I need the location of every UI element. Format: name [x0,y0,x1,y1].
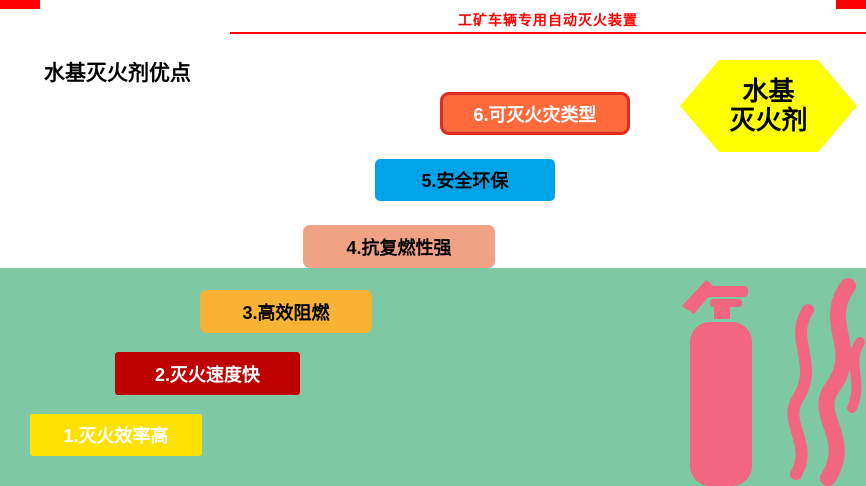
flame-icon [787,278,865,486]
header-left-bar [0,0,40,9]
step-6: 6.可灭火灾类型 [440,92,630,135]
step-2: 2.灭火速度快 [115,352,300,395]
step-5: 5.安全环保 [375,159,555,201]
hexagon-label: 水基 灭火剂 [680,60,857,152]
hexagon-line2: 灭火剂 [729,105,808,135]
step-4: 4.抗复燃性强 [303,225,495,268]
fire-extinguisher-icon [682,280,752,486]
header-underline [230,32,866,34]
page-title: 水基灭火剂优点 [44,62,191,85]
header-right-bar [836,0,866,9]
hexagon-line1: 水基 [742,75,795,106]
step-3: 3.高效阻燃 [200,290,372,333]
header-title: 工矿车辆专用自动灭火装置 [458,12,638,28]
step-1: 1.灭火效率高 [30,414,202,456]
